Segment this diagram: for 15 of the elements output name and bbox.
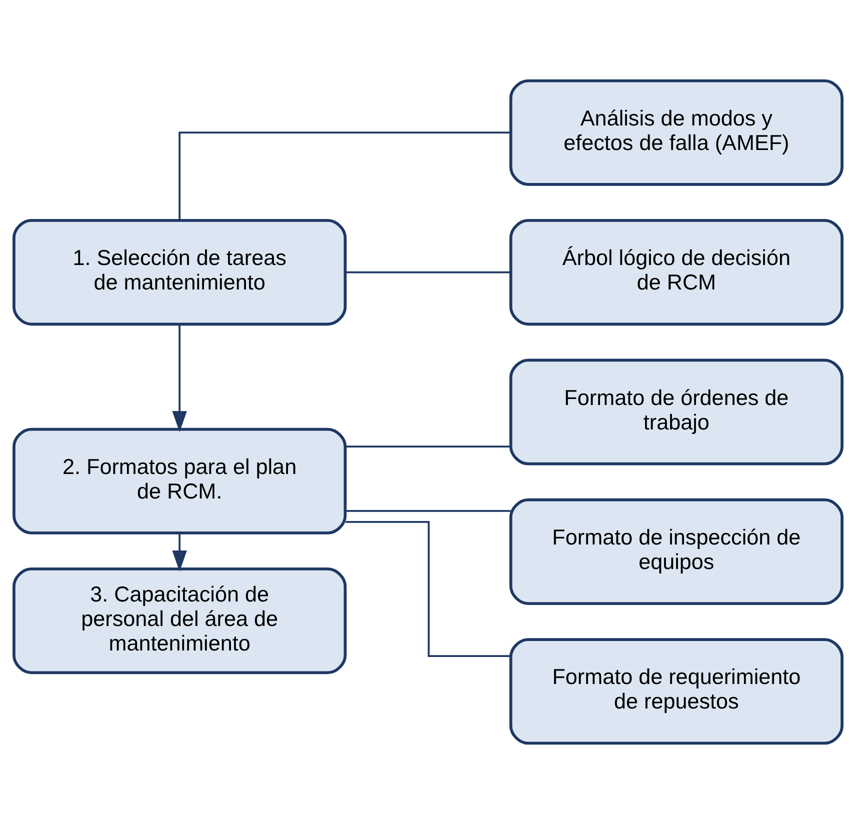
connector [346,271,510,274]
arrow [172,533,187,572]
node-box: Formato de órdenes de trabajo [509,358,844,466]
node-box: 3. Capacitación de personal del área de mantenimiento [12,568,347,674]
connector [346,510,510,512]
node-box: 1. Selección de tareas de mantenimiento [12,219,347,326]
node-box: 2. Formatos para el plan de RCM. [12,428,347,534]
node-box: Análisis de modos y efectos de falla (AMEF) [509,79,844,186]
node-box: Árbol lógico de decisión de RCM [509,219,844,326]
node-box: Formato de requerimiento de repuestos [509,638,844,745]
connector [346,521,511,658]
connector [178,132,510,220]
node-box: Formato de inspección de equipos [509,498,844,605]
arrow [172,324,187,432]
connector [346,446,510,448]
